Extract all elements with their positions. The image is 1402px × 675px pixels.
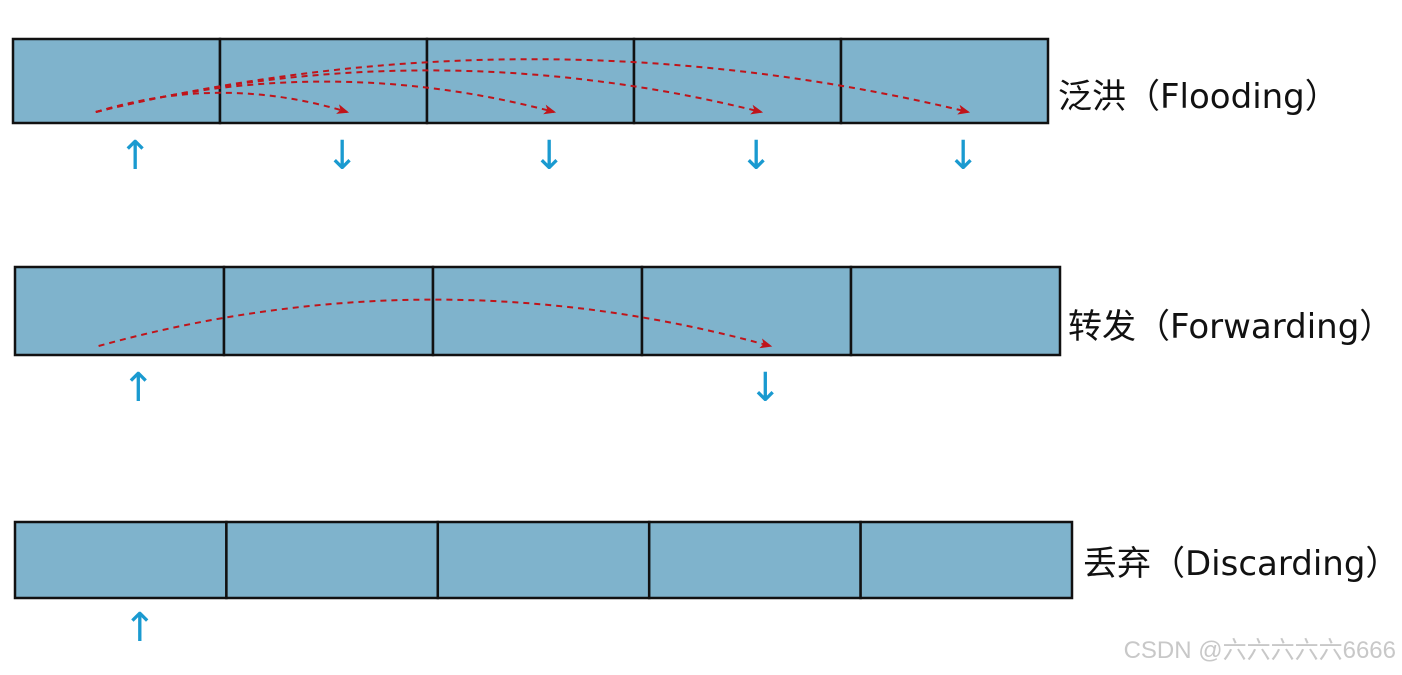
flooding-label: 泛洪（Flooding） [1058,77,1339,117]
egress-arrow-icon: ↓ [749,365,783,411]
ingress-arrow-icon: ↑ [118,133,152,179]
flooding-row: ↑ ↓ ↓ ↓ ↓ [11,37,1050,179]
egress-arrow-icon: ↓ [739,133,773,179]
watermark: CSDN @六六六六六6666 [1124,637,1396,664]
forwarding-label: 转发（Forwarding） [1068,307,1393,347]
port-5 [859,520,1074,600]
port-5 [839,37,1050,125]
egress-arrow-icon: ↓ [532,133,566,179]
ingress-arrow-icon: ↑ [123,605,157,651]
port-5 [849,265,1062,357]
forwarding-row: ↑↓ [13,265,1062,411]
port-1 [13,520,228,600]
port-3 [436,520,651,600]
forward-path-arrow [95,69,764,115]
port-4 [640,265,853,357]
port-2 [222,265,435,357]
port-2 [218,37,429,125]
port-2 [225,520,440,600]
ingress-arrow-icon: ↑ [122,365,156,411]
port-3 [431,265,644,357]
discarding-row: ↑ [13,520,1074,651]
forward-path-arrow [95,80,557,115]
discarding-label: 丢弃（Discarding） [1083,544,1399,584]
egress-arrow-icon: ↓ [325,133,359,179]
egress-arrow-icon: ↓ [946,133,980,179]
port-1 [11,37,222,125]
port-1 [13,265,226,357]
port-4 [647,520,862,600]
forward-path-arrow [95,58,971,115]
